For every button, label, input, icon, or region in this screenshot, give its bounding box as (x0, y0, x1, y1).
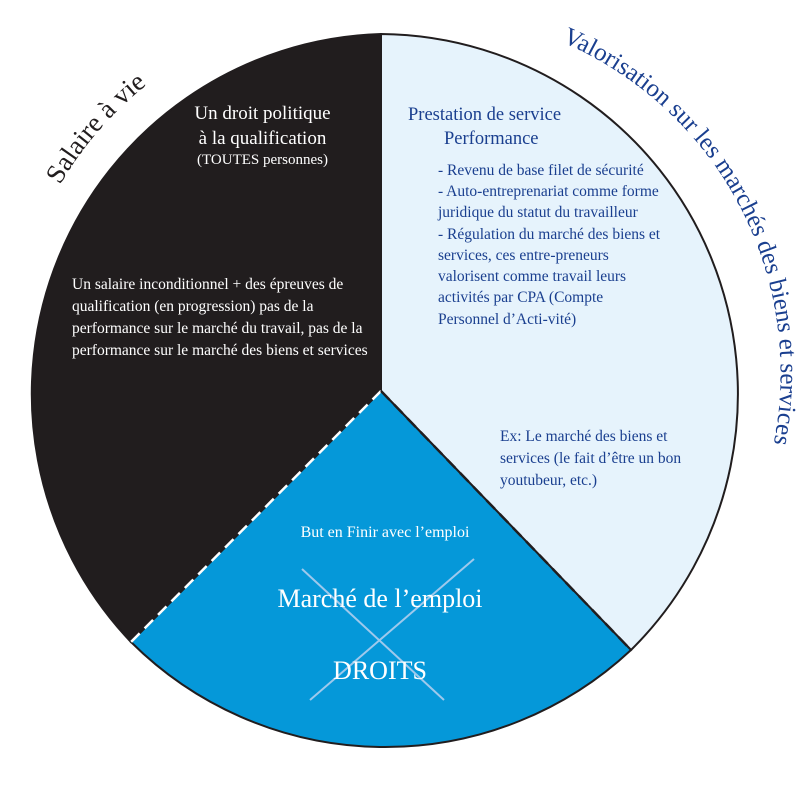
light-blue-sector-title: Prestation de service Performance (408, 103, 608, 152)
blue-sector-rights-label: DROITS (333, 656, 427, 685)
blue-sector-market-label: Marché de l’emploi (277, 584, 483, 613)
light-blue-bullet-list: - Revenu de base filet de sécurité - Aut… (438, 160, 668, 330)
black-title-subline: (TOUTES personnes) (197, 152, 328, 169)
dashed-boundary-left (130, 390, 382, 643)
bullet-item: - Régulation du marché des biens et serv… (438, 225, 661, 328)
black-title-line: Un droit politique (194, 103, 331, 124)
sector-light-blue (380, 32, 739, 652)
sector-blue (129, 389, 633, 749)
dashed-boundary-right (380, 390, 632, 651)
light-blue-title-line: Performance (444, 129, 539, 150)
black-sector-body: Un salaire inconditionnel + des épreuves… (72, 276, 368, 359)
bullet-item: - Revenu de base filet de sécurité (438, 162, 644, 179)
blue-sector-goal: But en Finir avec l’emploi (300, 524, 470, 541)
cross-line-2 (309, 558, 475, 701)
cross-line-1 (301, 568, 445, 701)
black-title-line: à la qualification (198, 127, 327, 149)
bullet-item: - Auto-entreprenariat comme forme juridi… (438, 183, 659, 222)
black-sector-title: Un droit politique à la qualification (T… (155, 102, 370, 171)
light-blue-title-line: Prestation de service (408, 105, 562, 125)
sector-black (30, 32, 382, 644)
light-blue-example: Ex: Le marché des biens et services (le … (500, 428, 682, 489)
